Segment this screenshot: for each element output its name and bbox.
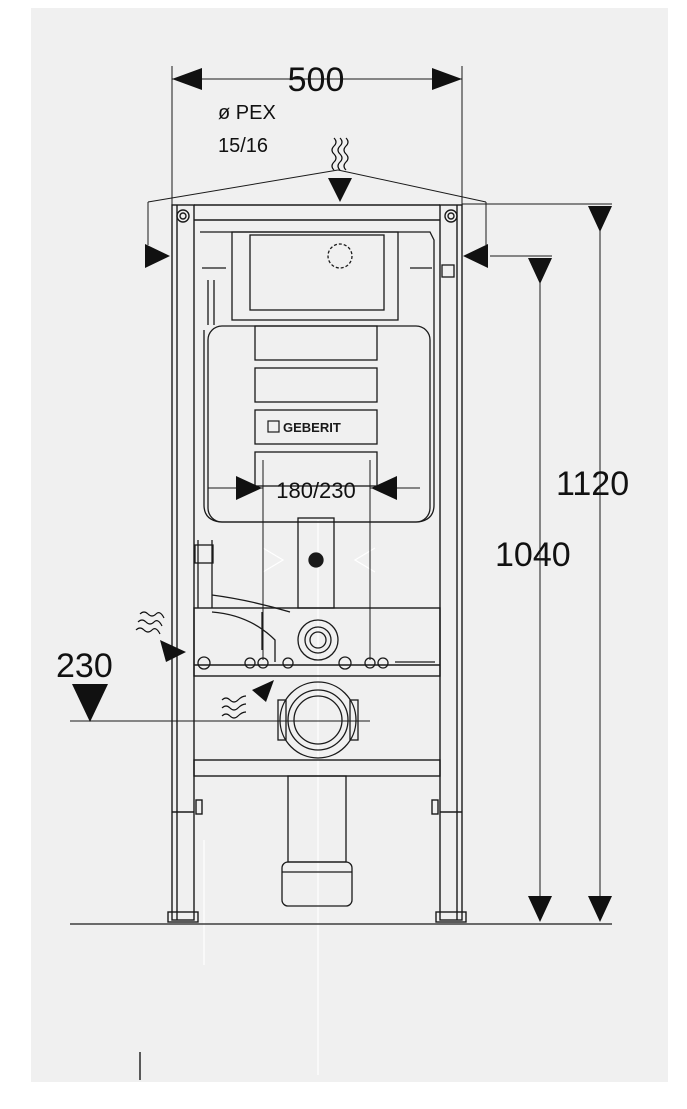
plate-width-dimension: 180/230 xyxy=(276,478,356,503)
frame xyxy=(167,204,467,923)
technical-drawing: GEBERIT xyxy=(56,61,629,1080)
drain-height-dimension: 230 xyxy=(56,647,113,685)
geberit-logo: GEBERIT xyxy=(267,420,341,435)
arrowheads xyxy=(72,68,612,922)
dimension-lines xyxy=(70,66,612,1080)
plumbing xyxy=(194,540,435,907)
guide-lines xyxy=(203,520,376,1075)
pipe-label-line2: 15/16 xyxy=(218,135,268,157)
total-height-dimension: 1120 xyxy=(556,465,629,503)
width-dimension: 500 xyxy=(288,61,345,99)
cistern xyxy=(200,231,455,609)
logo-text: GEBERIT xyxy=(283,420,341,435)
water-symbols xyxy=(135,137,349,719)
pipe-label-line1: ø PEX xyxy=(218,102,276,124)
inlet-height-dimension: 1040 xyxy=(495,536,571,574)
drawing-sheet: GEBERIT xyxy=(31,8,668,1082)
